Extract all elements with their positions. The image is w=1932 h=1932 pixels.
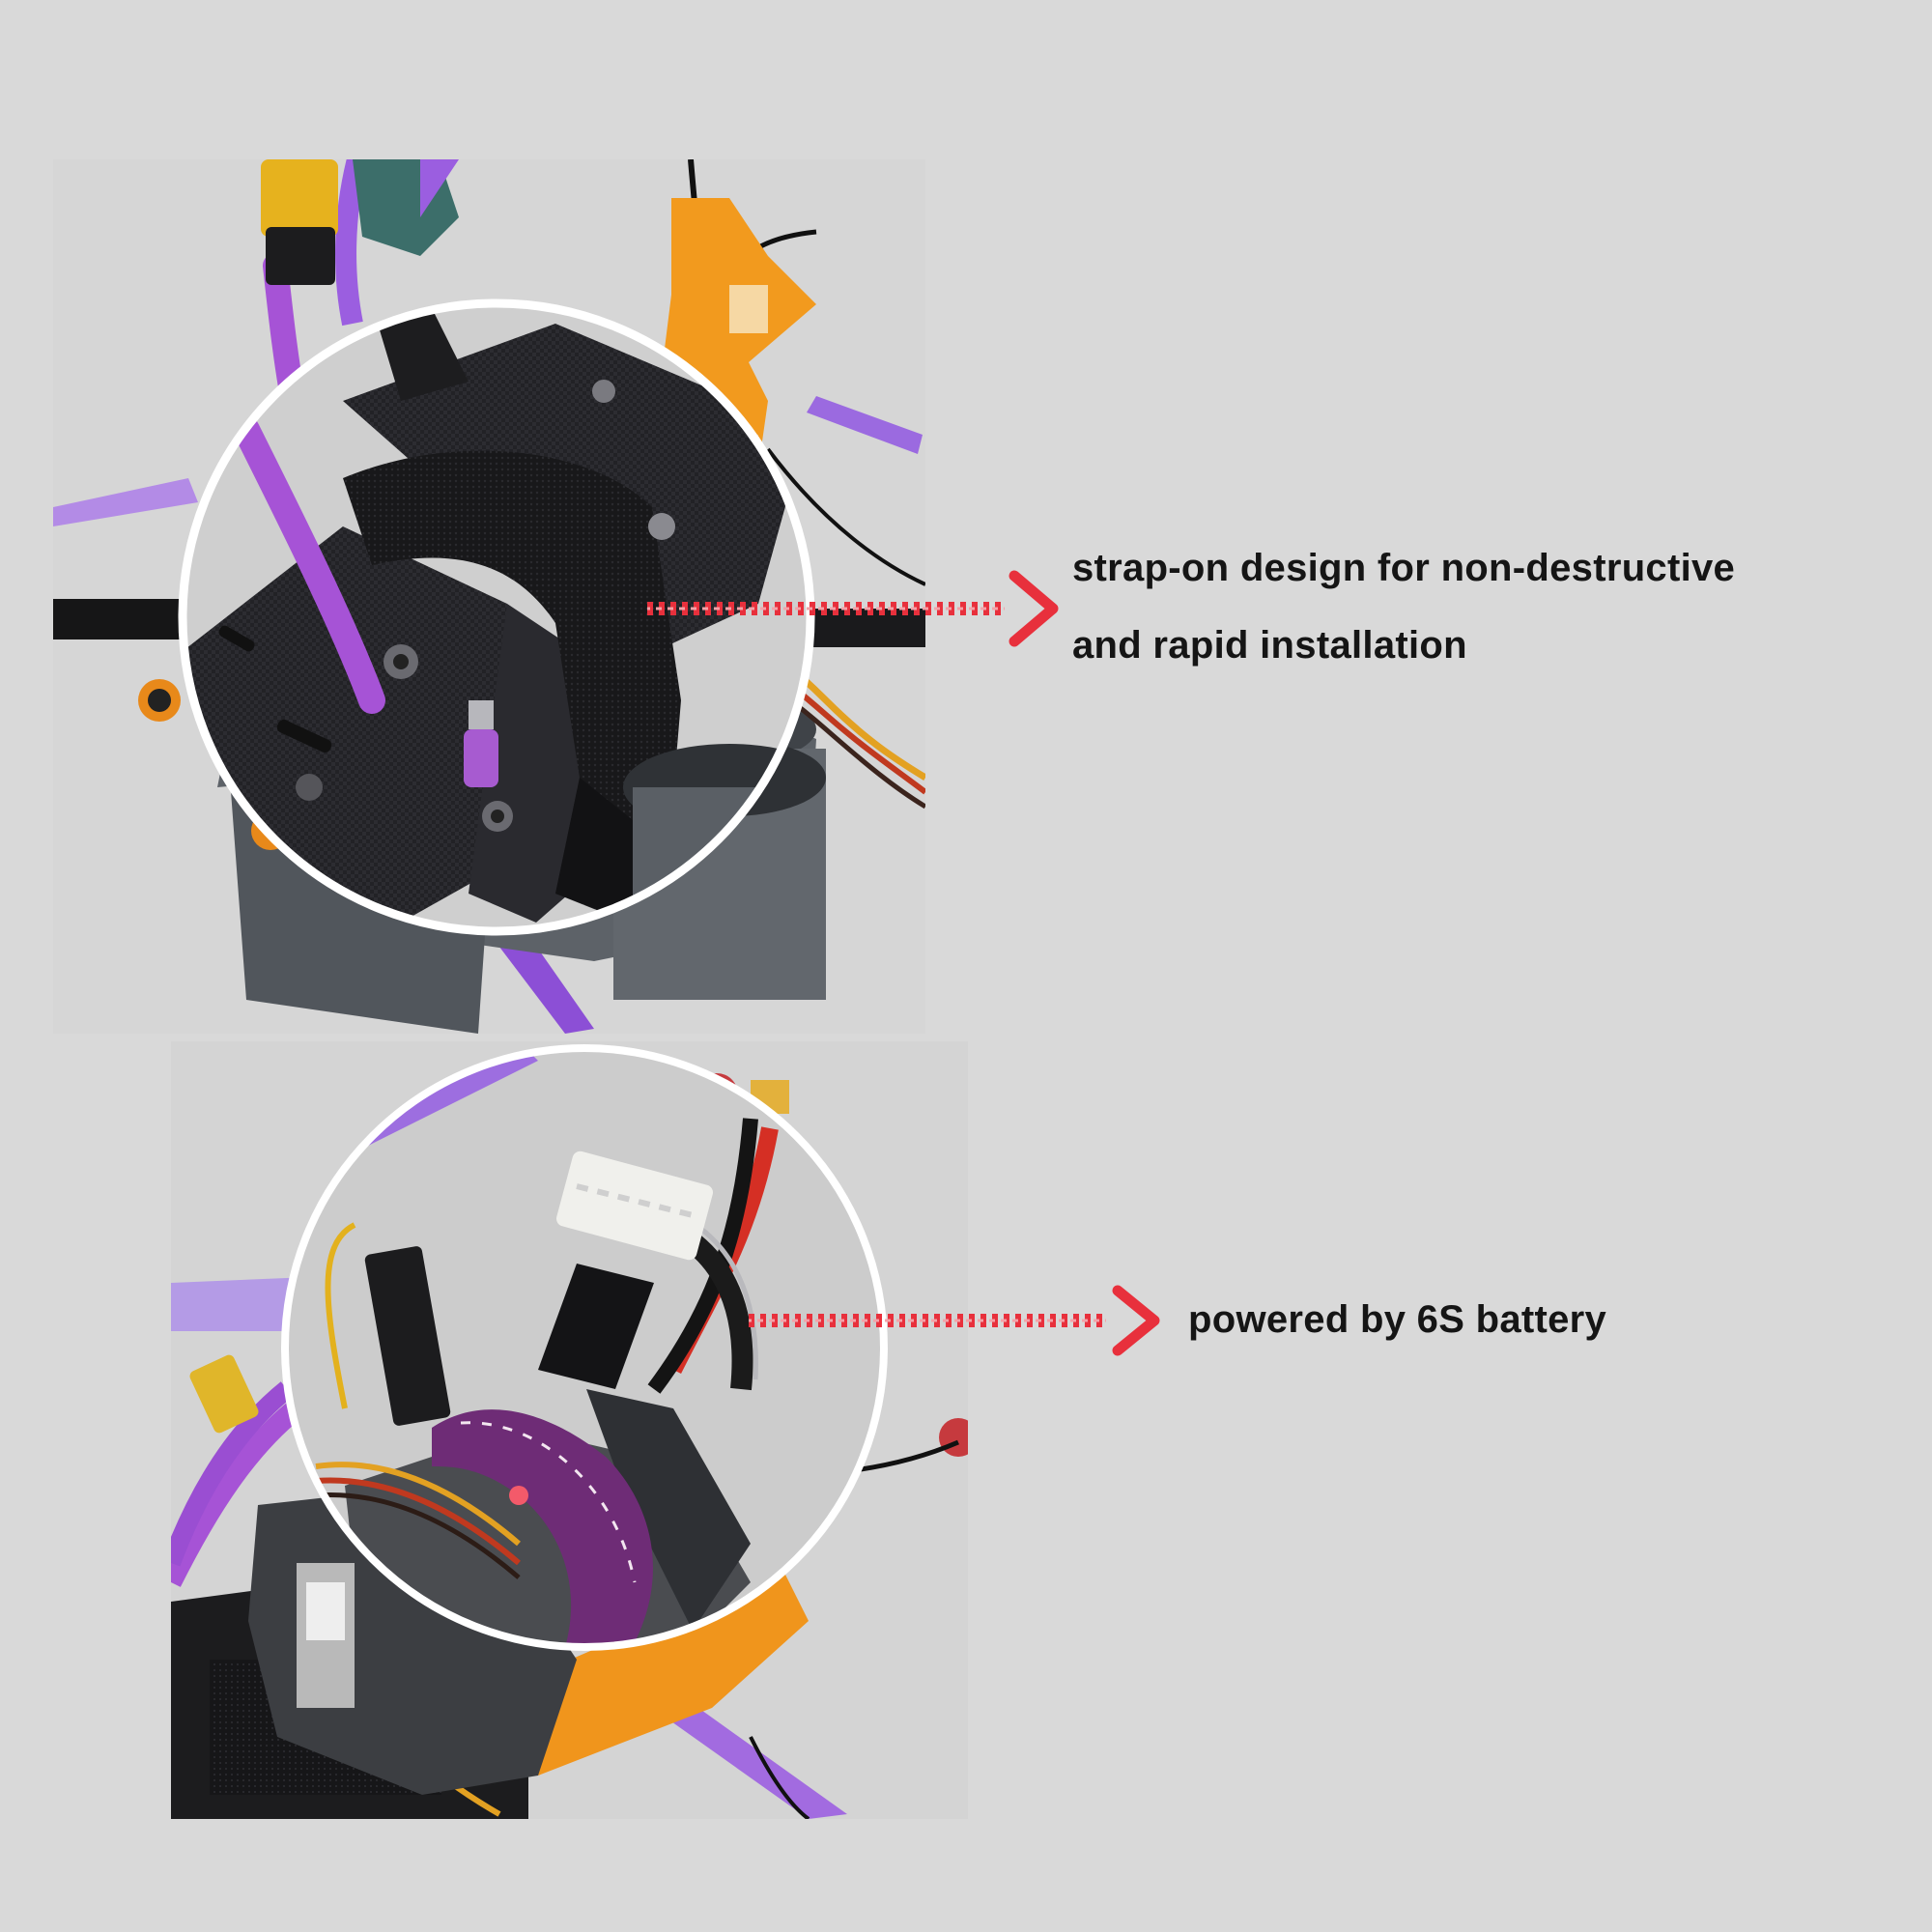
strap-caption-line2: and rapid installation: [1072, 624, 1467, 667]
top-product-photo: [53, 159, 925, 1034]
strap-caption-line1: strap-on design for non-destructive: [1072, 547, 1736, 589]
strap-caption: strap-on design for non-destructive and …: [1072, 529, 1893, 684]
arrow-right-icon: [749, 1285, 1160, 1356]
arrow-right-icon: [647, 570, 1059, 647]
battery-caption: powered by 6S battery: [1188, 1298, 1607, 1341]
strap-callout-arrow: [647, 570, 1063, 647]
bottom-product-photo: [171, 1041, 968, 1819]
battery-callout-arrow: [749, 1285, 1164, 1357]
